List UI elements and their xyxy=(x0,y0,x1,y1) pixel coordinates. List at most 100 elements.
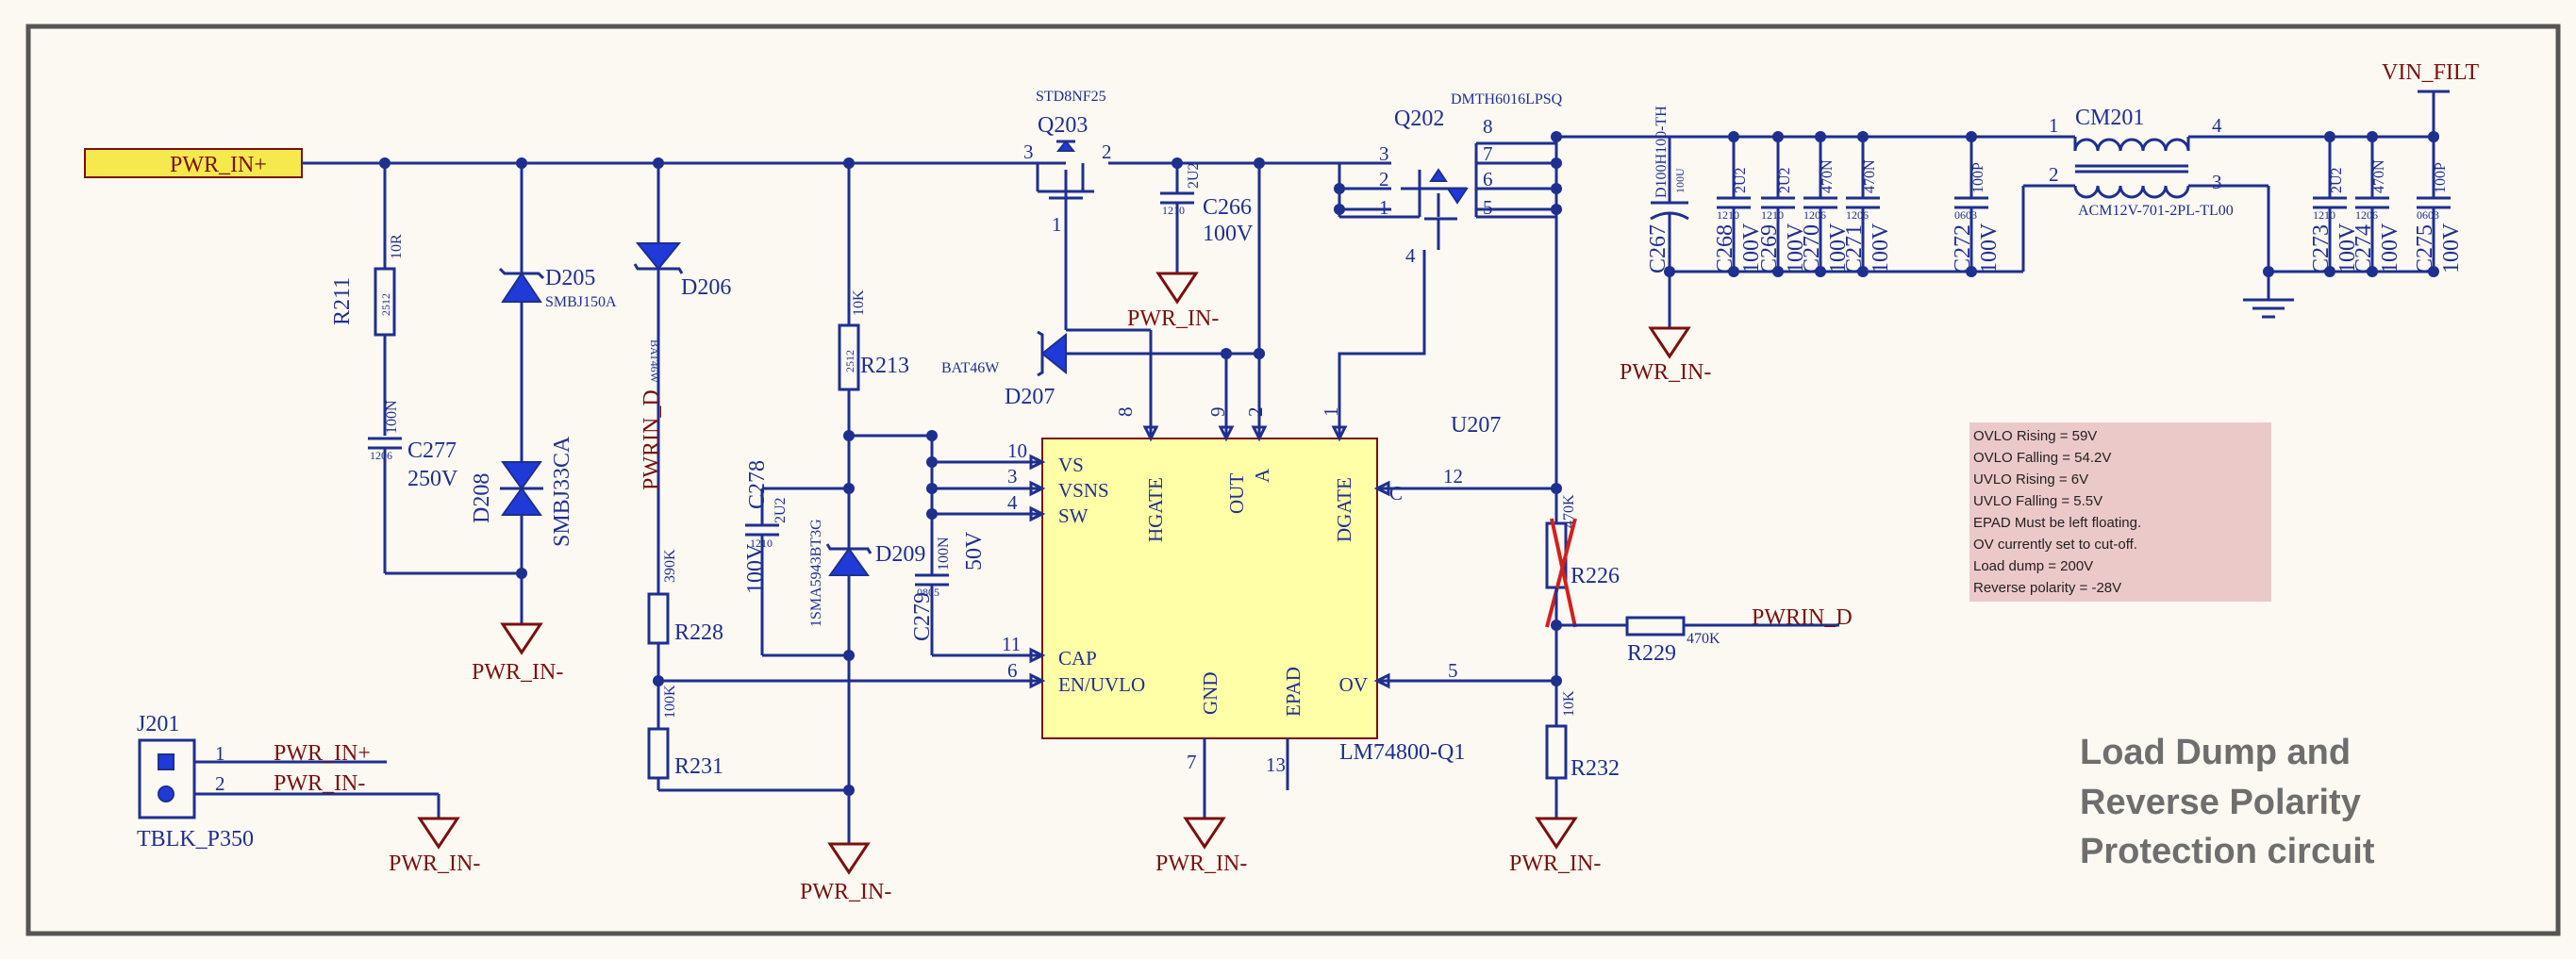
gnd-r232-label: PWR_IN- xyxy=(1509,852,1601,876)
pwr-in-plus-port-label: PWR_IN+ xyxy=(170,153,267,177)
j201-net-pwr-in-plus: PWR_IN+ xyxy=(274,741,371,766)
r211-value: 10R xyxy=(389,234,405,259)
d206-diode[interactable]: D206 BAT46W xyxy=(633,163,731,384)
c266-pkg: 1210 xyxy=(1162,204,1185,217)
note-1: OVLO Rising = 59V xyxy=(1973,428,2097,444)
gnd-c266-label: PWR_IN- xyxy=(1127,306,1219,331)
gnd-c267: PWR_IN- xyxy=(1620,326,1711,385)
sheet-title: Load Dump and Reverse Polarity Protectio… xyxy=(2080,733,2375,871)
d209-part: 1SMA5943BT3G xyxy=(808,519,824,627)
note-3: UVLO Rising = 6V xyxy=(1973,471,2088,488)
pwr-in-plus-port[interactable]: PWR_IN+ xyxy=(84,148,303,178)
filter-cap-value: 2U2 xyxy=(1777,167,1793,193)
filter-cap-pkg: 0603 xyxy=(1954,208,1977,222)
c278-capacitor[interactable]: 2U2 C278 1210 100V xyxy=(743,460,849,657)
q203-pin-1: 1 xyxy=(1052,213,1062,236)
filter-cap-value: 470N xyxy=(1820,159,1836,193)
j201-part: TBLK_P350 xyxy=(137,827,254,852)
c267-value: 100U xyxy=(1673,168,1687,193)
d205-tvs-diode[interactable]: D205 SMBJ150A xyxy=(498,163,617,310)
d208-ref: D208 xyxy=(470,473,494,523)
cm201-common-mode-choke[interactable]: CM201 ACM12V-701-2PL-TL00 1 4 2 3 xyxy=(2042,106,2434,272)
svg-text:A: A xyxy=(1251,468,1273,483)
filter-cap-value: 470N xyxy=(1862,159,1878,193)
r226-resistor-dnp[interactable]: 470K R226 xyxy=(1545,494,1620,628)
j201-terminal-block[interactable]: J201 TBLK_P350 1 2 PWR_IN+ PWR_IN- xyxy=(137,712,439,852)
d209-zener-diode[interactable]: D209 1SMA5943BT3G xyxy=(808,519,925,627)
svg-text:9: 9 xyxy=(1206,407,1229,418)
pwrin-d-net-label-horizontal: PWRIN_D xyxy=(1752,605,1853,630)
vs-vsns-sw-bus xyxy=(926,430,1042,520)
filter-cap-value: 100P xyxy=(1970,162,1986,193)
r231-value: 100K xyxy=(662,685,678,719)
gnd-r232: PWR_IN- xyxy=(1509,817,1601,876)
c267-ref: C267 xyxy=(1646,224,1670,273)
note-5: EPAD Must be left floating. xyxy=(1973,515,2141,531)
q203-mosfet[interactable]: STD8NF25 Q203 3 2 1 xyxy=(1023,89,1153,438)
c266-capacitor[interactable]: 2U2 1210 C266 100V xyxy=(1160,162,1254,273)
q202-pin-8: 8 xyxy=(1483,115,1493,138)
q202-pin-5: 5 xyxy=(1483,196,1493,219)
q202-ref: Q202 xyxy=(1394,107,1444,131)
vin-filt-net[interactable]: VIN_FILT xyxy=(2382,60,2479,137)
r229-resistor[interactable]: R229 470K xyxy=(1556,616,1839,666)
filter-cap-value: 2U2 xyxy=(2329,167,2345,193)
r211-ref: R211 xyxy=(330,277,355,325)
r228-resistor[interactable]: 390K R228 xyxy=(647,549,723,717)
title-line-2: Reverse Polarity xyxy=(2080,783,2361,822)
d208-part: SMBJ33CA xyxy=(550,436,574,547)
gnd-d209-label: PWR_IN- xyxy=(800,880,891,904)
gnd-u207-label: PWR_IN- xyxy=(1155,852,1247,876)
q202-mosfet[interactable]: DMTH6016LPSQ Q202 8 7 6 5 3 2 1 4 xyxy=(1334,91,1563,267)
r211-resistor[interactable]: R211 10R 2512 xyxy=(330,163,405,436)
j201-pin-1: 1 xyxy=(215,742,225,765)
filter-cap-value: 100P xyxy=(2433,162,2449,193)
u207-ic[interactable]: U207 LM74800-Q1 VS 10 VSNS 3 SW 4 CAP 11… xyxy=(1002,407,1501,777)
q203-pin-2: 2 xyxy=(1102,141,1112,163)
svg-text:4: 4 xyxy=(1007,491,1018,514)
svg-text:5: 5 xyxy=(1448,659,1458,682)
gnd-d208-label: PWR_IN- xyxy=(472,660,563,685)
c278-voltage: 100V xyxy=(743,543,768,594)
cm201-pin-4: 4 xyxy=(2212,114,2222,137)
q202-pin-6: 6 xyxy=(1483,168,1493,190)
note-4: UVLO Falling = 5.5V xyxy=(1973,493,2102,509)
filter-cap-ref: C272 xyxy=(1951,224,1975,273)
c279-capacitor[interactable]: 100N 0805 50V C279 xyxy=(910,517,1042,657)
d206-ref: D206 xyxy=(681,275,731,300)
c278-value: 2U2 xyxy=(773,497,789,523)
c267-part: D100H100-TH xyxy=(1654,106,1670,198)
c266-ref: C266 xyxy=(1203,195,1252,220)
d208-tvs-diode[interactable]: D208 SMBJ33CA xyxy=(470,302,574,624)
filter-cap-ref: C270 xyxy=(1800,224,1824,273)
r229-ref: R229 xyxy=(1627,641,1676,666)
gnd-j201-label: PWR_IN- xyxy=(389,852,480,876)
svg-text:8: 8 xyxy=(1114,407,1137,418)
r231-resistor[interactable]: 100K R231 xyxy=(647,681,723,790)
r232-ref: R232 xyxy=(1571,756,1620,781)
q202-pin-3: 3 xyxy=(1379,142,1389,165)
d209-ref: D209 xyxy=(875,542,925,567)
c277-capacitor[interactable]: 100N 1206 C277 250V xyxy=(368,400,522,575)
svg-text:GND: GND xyxy=(1199,672,1222,716)
c267-electrolytic-capacitor[interactable]: D100H100-TH 100U C267 xyxy=(1646,106,1689,328)
q203-part: STD8NF25 xyxy=(1036,89,1106,105)
cm201-part: ACM12V-701-2PL-TL00 xyxy=(2078,203,2234,219)
r232-resistor[interactable]: 10K R232 xyxy=(1545,690,1620,818)
svg-text:OV: OV xyxy=(1339,673,1368,696)
r213-resistor[interactable]: 10K 2512 R213 xyxy=(838,163,909,580)
svg-text:6: 6 xyxy=(1007,659,1018,682)
j201-ref: J201 xyxy=(137,712,179,736)
design-notes-box: OVLO Rising = 59V OVLO Falling = 54.2V U… xyxy=(1969,422,2271,602)
svg-text:VSNS: VSNS xyxy=(1058,479,1109,502)
cm201-pin-2: 2 xyxy=(2049,163,2059,186)
gnd-c266: PWR_IN- xyxy=(1127,272,1219,331)
